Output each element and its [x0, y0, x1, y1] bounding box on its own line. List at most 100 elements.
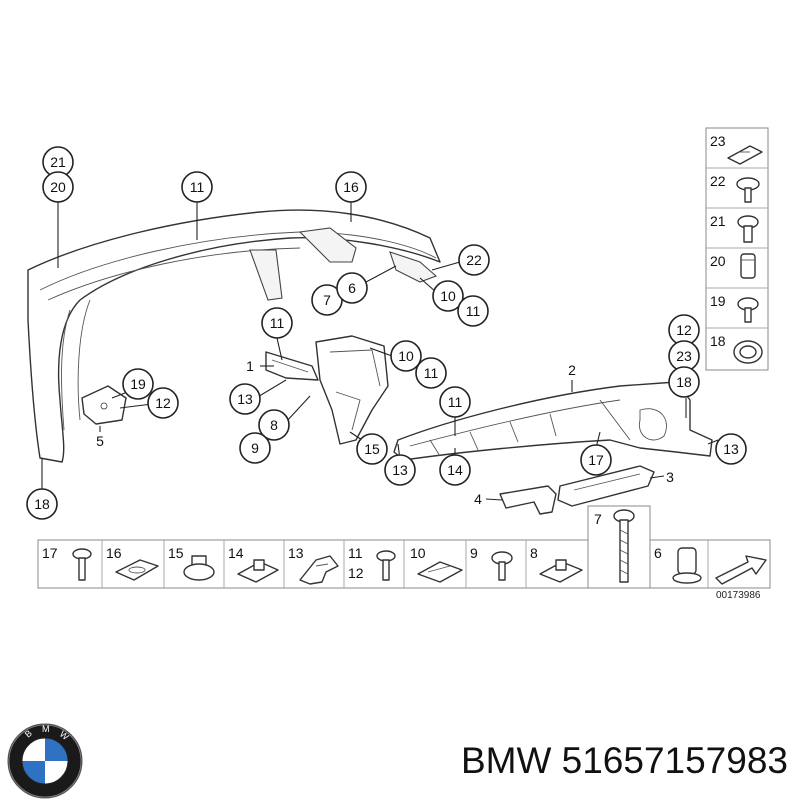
screw-icon — [737, 297, 759, 323]
svg-text:11: 11 — [190, 179, 205, 195]
clip-nut-icon — [237, 559, 279, 583]
direction-arrow-icon — [715, 555, 767, 585]
svg-text:13: 13 — [392, 462, 408, 478]
strip-item-6-label: 6 — [654, 545, 662, 561]
svg-text:15: 15 — [364, 441, 380, 457]
svg-text:M: M — [42, 724, 50, 734]
callout-3: 3 — [666, 469, 674, 485]
strip-item-7-label: 7 — [594, 511, 602, 527]
leader-lines — [41, 202, 719, 501]
grommet-icon — [733, 340, 763, 364]
parts-diagram: 21 20 11 16 22 7 6 10 11 11 1 10 11 13 1… — [26, 127, 771, 601]
svg-text:13: 13 — [723, 441, 739, 457]
nut-icon — [183, 555, 215, 581]
strip-item-10-label: 10 — [410, 545, 426, 561]
svg-text:21: 21 — [50, 154, 66, 170]
callout-6: 6 — [336, 272, 368, 304]
screw-icon — [737, 215, 759, 243]
callout-11: 11 — [415, 357, 447, 389]
callout-16: 16 — [335, 171, 367, 203]
callout-23: 23 — [668, 340, 700, 372]
svg-text:11: 11 — [424, 365, 439, 381]
small-bracket-part-5 — [81, 385, 127, 425]
center-support-part — [315, 335, 389, 445]
svg-text:10: 10 — [398, 348, 414, 364]
callout-13: 13 — [715, 433, 747, 465]
callout-4: 4 — [474, 491, 482, 507]
side-item-23-label: 23 — [710, 133, 726, 149]
callout-14: 14 — [439, 454, 471, 486]
svg-text:13: 13 — [237, 391, 253, 407]
svg-text:11: 11 — [270, 315, 285, 331]
svg-text:18: 18 — [676, 374, 692, 390]
svg-text:14: 14 — [447, 462, 463, 478]
strip-item-16-label: 16 — [106, 545, 122, 561]
callout-11: 11 — [181, 171, 213, 203]
callout-11: 11 — [457, 295, 489, 327]
side-hardware-panel: 23 22 21 20 19 18 — [705, 127, 769, 371]
svg-text:10: 10 — [440, 288, 456, 304]
svg-text:18: 18 — [34, 496, 50, 512]
callout-13: 13 — [384, 454, 416, 486]
svg-text:12: 12 — [676, 322, 692, 338]
spacer-icon — [740, 253, 756, 279]
svg-text:7: 7 — [323, 292, 331, 308]
bmw-logo: B M W — [7, 723, 83, 799]
parts-strip: 17 16 15 14 13 11 12 — [37, 505, 771, 601]
svg-text:17: 17 — [588, 452, 604, 468]
callout-13: 13 — [229, 383, 261, 415]
callout-20: 20 — [42, 171, 74, 203]
svg-text:6: 6 — [348, 280, 356, 296]
svg-text:22: 22 — [466, 252, 482, 268]
callout-17: 17 — [580, 444, 612, 476]
strip-item-17-label: 17 — [42, 545, 58, 561]
svg-text:11: 11 — [466, 303, 481, 319]
strip-item-13-label: 13 — [288, 545, 304, 561]
strip-item-11-label: 11 — [348, 545, 363, 561]
brand-part-number: BMW 51657157983 — [460, 740, 788, 781]
callout-9: 9 — [239, 432, 271, 464]
side-item-22-label: 22 — [710, 173, 726, 189]
clip-nut-icon — [417, 561, 463, 583]
svg-text:23: 23 — [676, 348, 692, 364]
svg-text:16: 16 — [343, 179, 359, 195]
carrier-rail-part-2 — [393, 381, 713, 461]
callout-19: 19 — [122, 368, 154, 400]
clip-nut-icon — [727, 145, 763, 165]
strip-item-9-label: 9 — [470, 545, 478, 561]
screw-icon — [72, 548, 92, 581]
bracket-part-1 — [265, 351, 319, 381]
strip-item-14-label: 14 — [228, 545, 244, 561]
side-item-21-label: 21 — [710, 213, 726, 229]
callout-10: 10 — [432, 280, 464, 312]
callout-12: 12 — [147, 387, 179, 419]
callout-8: 8 — [258, 409, 290, 441]
diagram-id: 00173986 — [716, 590, 761, 601]
callout-18: 18 — [26, 488, 58, 520]
bumper-cover — [27, 209, 441, 463]
strip-item-8-label: 8 — [530, 545, 538, 561]
clip-icon — [115, 559, 159, 581]
guide-part-4 — [499, 485, 557, 515]
svg-text:B: B — [23, 728, 34, 740]
callout-21: 21 — [42, 146, 74, 178]
callout-22: 22 — [458, 244, 490, 276]
svg-text:20: 20 — [50, 179, 66, 195]
callout-11: 11 — [261, 307, 293, 339]
svg-text:9: 9 — [251, 440, 259, 456]
slide-bracket-part-3 — [557, 465, 655, 507]
svg-text:11: 11 — [448, 394, 463, 410]
callout-1: 1 — [246, 358, 254, 374]
side-item-20-label: 20 — [710, 253, 726, 269]
side-item-19-label: 19 — [710, 293, 726, 309]
clip-nut-icon — [539, 559, 583, 583]
screw-icon — [491, 551, 513, 581]
svg-text:19: 19 — [130, 376, 146, 392]
callout-10: 10 — [390, 340, 422, 372]
expanding-nut-icon — [672, 547, 702, 584]
strip-item-12-label: 12 — [348, 565, 364, 581]
long-bolt-icon — [613, 509, 635, 583]
callout-2: 2 — [568, 362, 576, 378]
side-item-18-label: 18 — [710, 333, 726, 349]
callout-18: 18 — [668, 366, 700, 398]
